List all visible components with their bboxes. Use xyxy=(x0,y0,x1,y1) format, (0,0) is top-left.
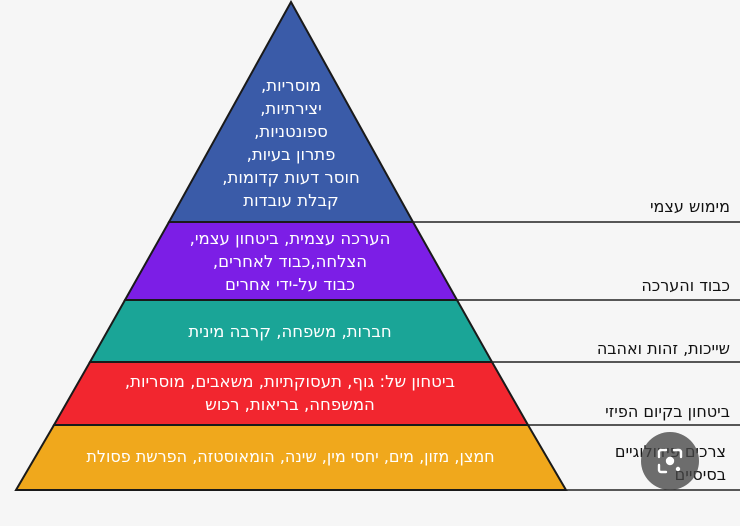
tier-1-text: מוסריות, יצירתיות, ספונטניות, פתרון בעיו… xyxy=(222,76,360,210)
label-belonging: שייכות, זהות ואהבה xyxy=(596,339,730,358)
search-lens-icon xyxy=(657,448,683,474)
tier-4-text: ביטחון של: גוף, תעסוקתיות, משאבים, מוסרי… xyxy=(124,372,456,414)
label-esteem: כבוד והערכה xyxy=(641,276,730,295)
label-self-actualization: מימוש עצמי xyxy=(649,197,730,216)
image-search-button[interactable] xyxy=(641,432,699,490)
tier-2-text: הערכה עצמית, ביטחון עצמי, הצלחה,כבוד לאח… xyxy=(189,229,391,294)
tier-5-text: חמצן, מזון, מים, יחסי מין, שינה, הומאוסט… xyxy=(86,447,495,466)
label-safety: ביטחון בקיום הפיזי xyxy=(605,402,730,421)
tier-3-text: חברות, משפחה, קרבה מינית xyxy=(188,322,392,341)
